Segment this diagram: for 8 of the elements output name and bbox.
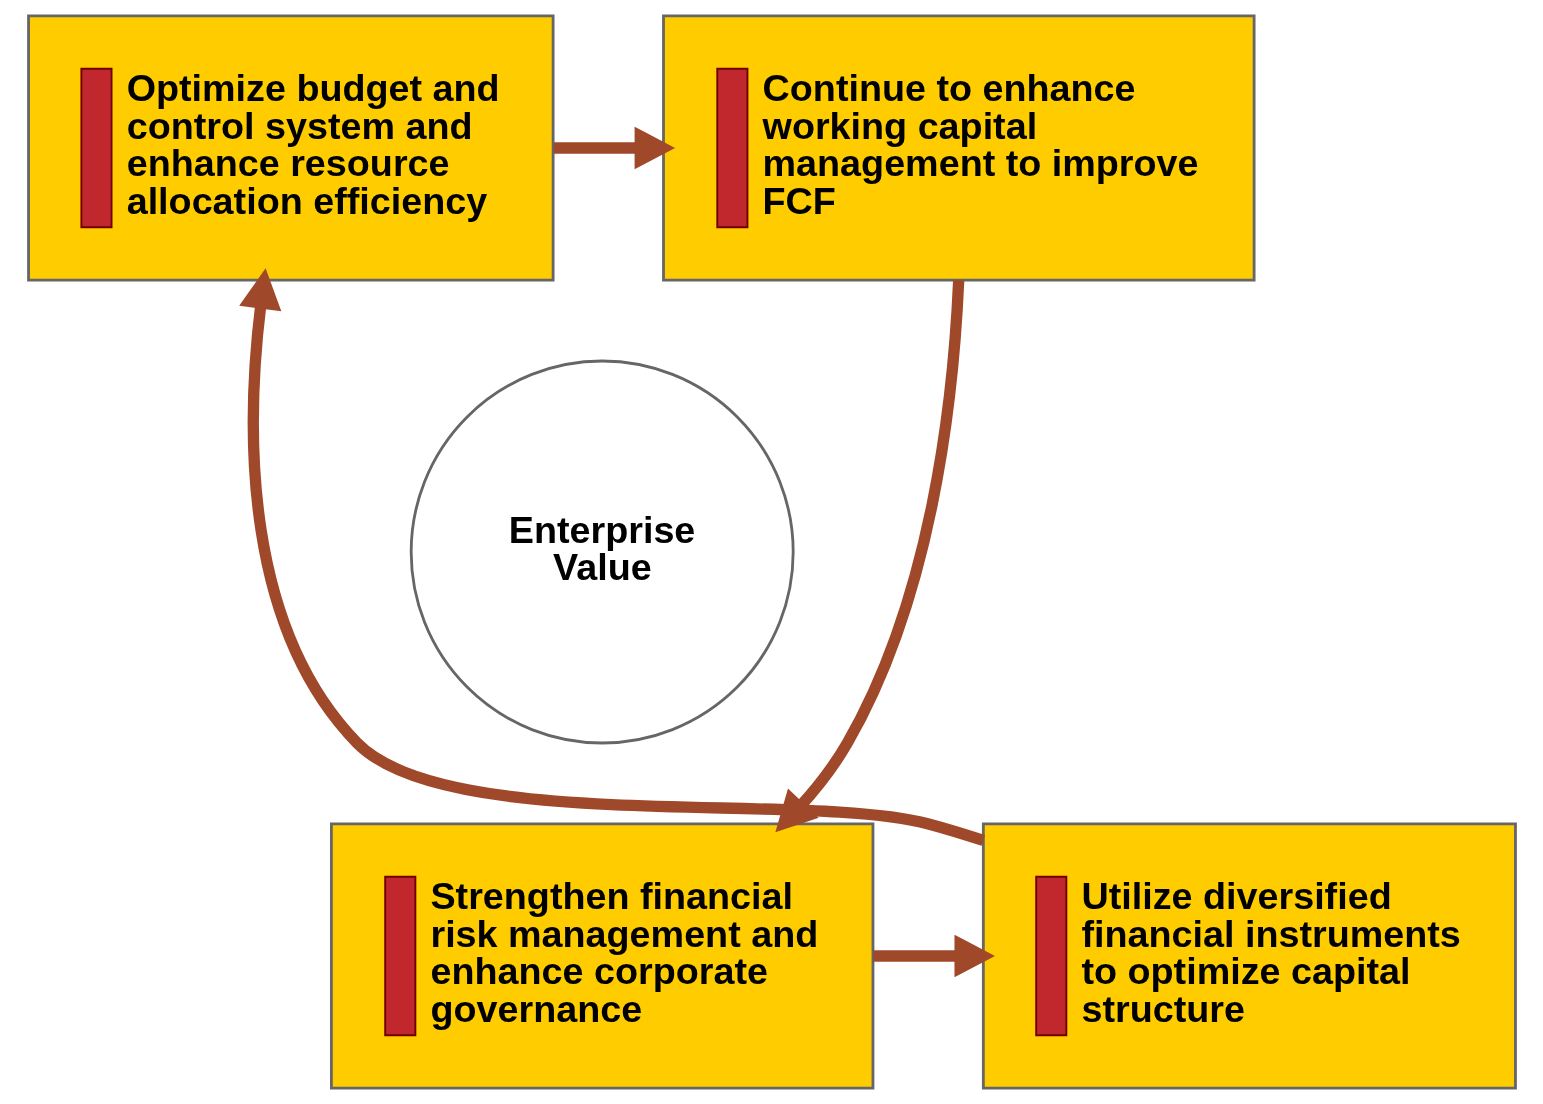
arrow (553, 126, 675, 170)
node-circle: Enterprise Value (409, 359, 795, 745)
node-box: Strengthen financial risk management and enhance corporate governance (329, 822, 874, 1090)
node-box: Optimize budget and control system and enhance resource allocation efficiency (26, 14, 555, 282)
node-box: Continue to enhance working capital management to improve FCF (661, 14, 1256, 282)
arrow (238, 268, 985, 846)
node-box: Utilize diversified financial instruments to optimize capital structure (981, 822, 1517, 1090)
arrow (872, 934, 995, 978)
